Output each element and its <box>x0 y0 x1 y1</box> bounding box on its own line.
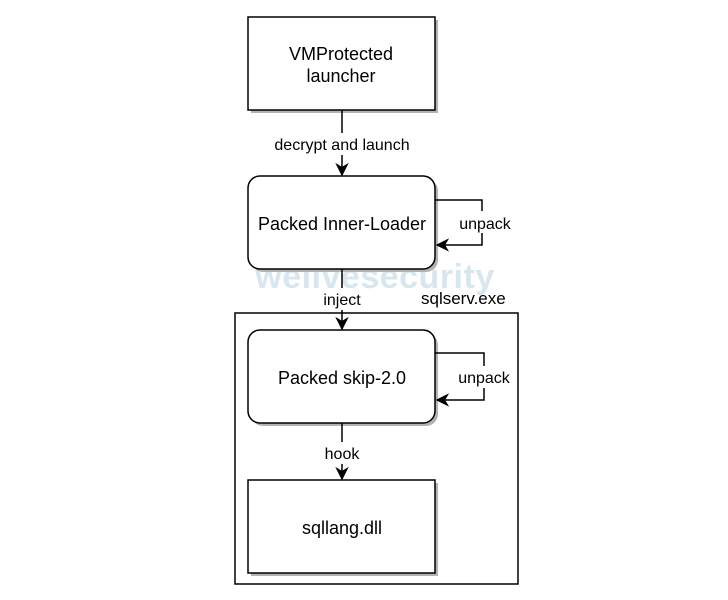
sqllang-node: sqllang.dll <box>247 479 438 576</box>
inner-loader-node: Packed Inner-Loader <box>247 175 438 272</box>
skip-label: Packed skip-2.0 <box>278 368 406 388</box>
unpack-loader-label: unpack <box>459 216 512 233</box>
container-box <box>234 312 519 585</box>
launcher-label-line1: VMProtected <box>289 44 393 64</box>
launcher-label-line2: launcher <box>306 66 375 86</box>
hook-label: hook <box>325 446 361 463</box>
launcher-node: VMProtected launcher <box>247 16 438 113</box>
inner-loader-label: Packed Inner-Loader <box>258 214 426 234</box>
decrypt-launch-label: decrypt and launch <box>274 137 409 154</box>
inject-label: inject <box>323 292 361 309</box>
unpack-skip-label: unpack <box>458 370 511 387</box>
skip-node: Packed skip-2.0 <box>247 329 438 426</box>
sqllang-label: sqllang.dll <box>302 518 382 538</box>
container-label: sqlserv.exe <box>421 289 506 308</box>
